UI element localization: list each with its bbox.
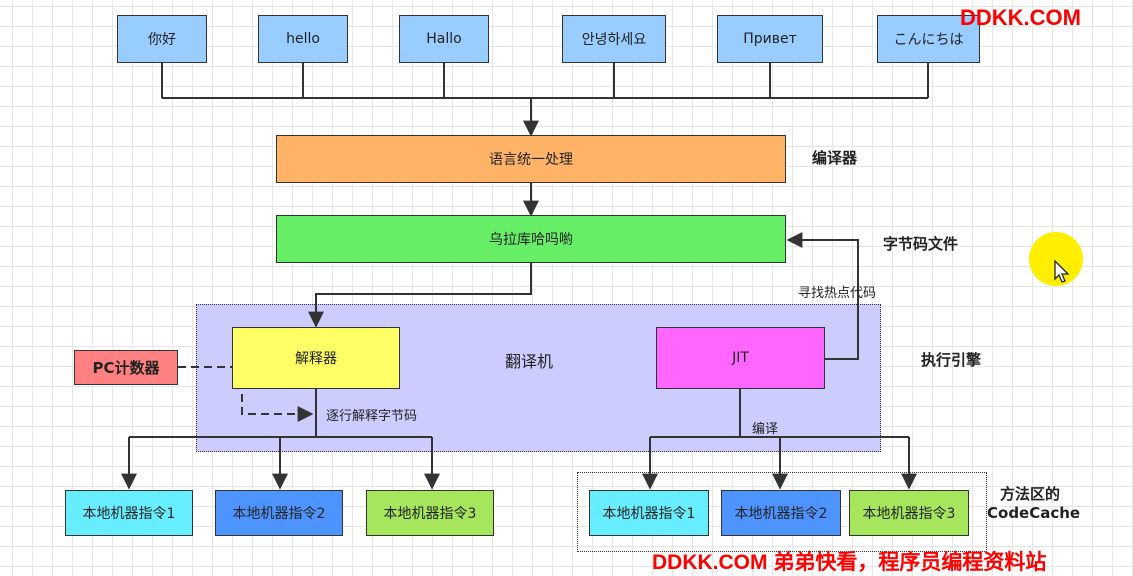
hotspot-label: 寻找热点代码 [798, 286, 877, 301]
input-russian: Привет [717, 15, 823, 63]
native-instruction-left-2: 本地机器指令2 [215, 490, 343, 536]
native-instruction-left-3: 本地机器指令3 [366, 490, 494, 536]
jit-box: JIT [656, 327, 825, 389]
input-english: hello [258, 15, 348, 63]
input-japanese: こんにちは [877, 15, 980, 63]
bytecode-box: 乌拉库哈吗喲 [276, 215, 786, 263]
compile-label: 编译 [752, 422, 779, 437]
interpreter-box: 解释器 [232, 327, 400, 389]
input-chinese: 你好 [117, 15, 207, 63]
unified-processing-box: 语言统一处理 [276, 135, 786, 183]
input-german: Hallo [399, 15, 489, 63]
translator-label: 翻译机 [505, 352, 554, 371]
codecache-region [577, 472, 987, 552]
native-instruction-right-2: 本地机器指令2 [721, 490, 841, 536]
line-by-line-label: 逐行解释字节码 [326, 409, 418, 424]
watermark-bottom: DDKK.COM 弟弟快看，程序员编程资料站 [652, 551, 1047, 574]
native-instruction-right-3: 本地机器指令3 [849, 490, 969, 536]
pc-counter-box: PC计数器 [74, 350, 178, 385]
bytecode-file-label: 字节码文件 [883, 235, 959, 253]
compiler-label: 编译器 [812, 149, 858, 167]
watermark-top: DDKK.COM [960, 5, 1081, 30]
input-korean: 안녕하세요 [562, 15, 666, 63]
codecache-label-line2: CodeCache [987, 504, 1081, 522]
mouse-pointer-icon [1054, 260, 1070, 283]
native-instruction-left-1: 本地机器指令1 [65, 490, 193, 536]
codecache-label-line1: 方法区的 [1000, 485, 1061, 503]
native-instruction-right-1: 本地机器指令1 [589, 490, 709, 536]
execution-engine-label: 执行引擎 [921, 351, 982, 369]
